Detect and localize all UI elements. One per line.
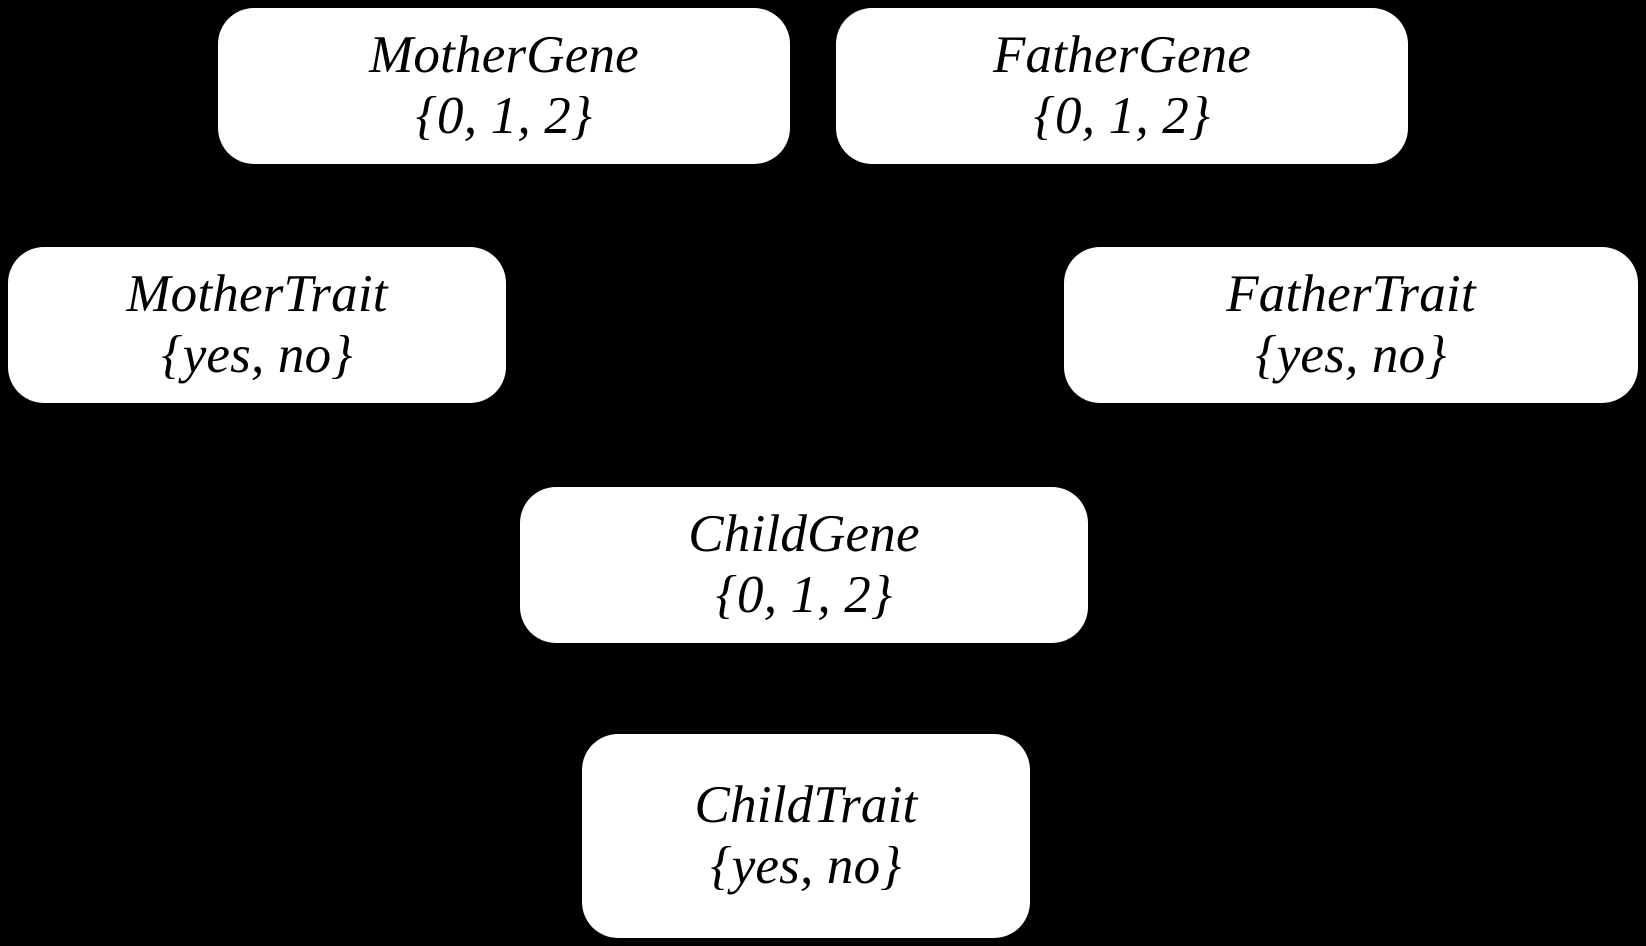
node-mother-trait[interactable]: MotherTrait {yes, no} xyxy=(8,247,506,403)
node-father-gene-name: FatherGene xyxy=(992,25,1252,84)
node-mother-trait-domain: {yes, no} xyxy=(161,326,353,384)
node-father-trait[interactable]: FatherTrait {yes, no} xyxy=(1064,247,1638,403)
node-mother-gene-name: MotherGene xyxy=(369,25,639,84)
node-child-gene[interactable]: ChildGene {0, 1, 2} xyxy=(520,487,1088,643)
node-child-trait-name: ChildTrait xyxy=(694,775,918,834)
node-child-gene-domain: {0, 1, 2} xyxy=(715,566,893,624)
node-father-gene-domain: {0, 1, 2} xyxy=(1033,87,1211,145)
node-mother-gene[interactable]: MotherGene {0, 1, 2} xyxy=(218,8,790,164)
node-mother-gene-domain: {0, 1, 2} xyxy=(415,87,593,145)
node-father-gene[interactable]: FatherGene {0, 1, 2} xyxy=(836,8,1408,164)
node-child-gene-name: ChildGene xyxy=(688,504,920,563)
node-father-trait-domain: {yes, no} xyxy=(1255,326,1447,384)
node-father-trait-name: FatherTrait xyxy=(1226,264,1476,323)
node-mother-trait-name: MotherTrait xyxy=(126,264,388,323)
node-child-trait-domain: {yes, no} xyxy=(710,837,902,895)
node-child-trait[interactable]: ChildTrait {yes, no} xyxy=(582,734,1030,938)
